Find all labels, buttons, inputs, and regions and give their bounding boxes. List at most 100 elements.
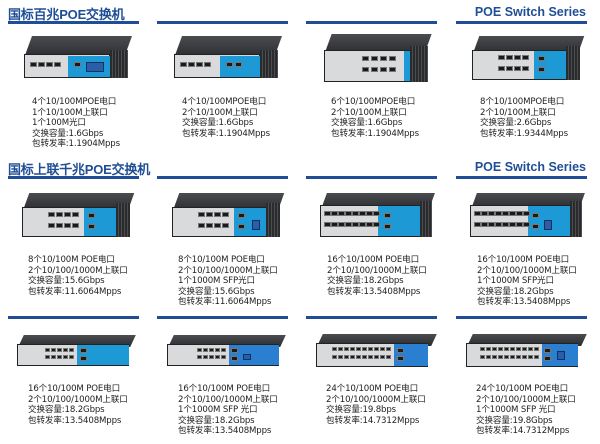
spec-line: 1个1000M SFP光口 [178, 276, 255, 287]
product-image [0, 32, 150, 92]
product-image [150, 332, 300, 374]
spec-line: 交换容量:1.6Gbps [32, 128, 104, 139]
spec-line: 1个1000M SFP 光口 [476, 405, 556, 416]
spec-line: 8个10/100MPOE电口 [480, 97, 565, 107]
section-title: 国标百兆POE交换机 [8, 7, 125, 22]
switch-image [316, 193, 435, 245]
spec-line: 交换容量:2.6Gbps [480, 118, 552, 129]
spec-line: 16个10/100M POE电口 [28, 384, 121, 394]
spec-line: 2个10/100/1000M上联口 [327, 265, 427, 276]
spec-line: 交换容量:15.6Gbps [178, 286, 255, 297]
spec-line: 包转发率:13.5408Mpps [477, 297, 571, 308]
spec-line: 交换容量:19.8Gbps [476, 415, 553, 426]
product-specs: 8个10/100M POE电口 2个10/100/1000M上联口 1个1000… [178, 255, 278, 308]
spec-line: 交换容量:1.6Gbps [182, 118, 254, 129]
product-image [0, 332, 150, 374]
product-image [450, 190, 600, 248]
spec-line: 交换容量:18.2Gbps [477, 286, 554, 297]
product-image [150, 32, 300, 92]
spec-line: 2个10/100M上联口 [182, 107, 258, 118]
divider [306, 316, 437, 319]
spec-line: 8个10/100M POE电口 [28, 255, 115, 265]
spec-line: 交换容量:18.2Gbps [178, 415, 255, 426]
product-specs: 8个10/100M POE电口 2个10/100/1000M上联口 交换容量:1… [28, 255, 128, 297]
spec-line: 6个10/100MPOE电口 [331, 97, 416, 107]
divider [306, 21, 437, 24]
switch-image [20, 36, 133, 88]
divider [157, 21, 288, 24]
spec-line: 包转发率:1.1904Mpps [32, 139, 120, 150]
switch-image [314, 334, 437, 372]
divider [456, 176, 587, 179]
spec-line: 包转发率:11.6064Mpps [28, 286, 122, 297]
product-specs: 16个10/100M POE电口 2个10/100/1000M上联口 1个100… [477, 255, 577, 308]
spec-line: 16个10/100M POE电口 [327, 255, 420, 265]
section-subtitle: POE Switch Series [474, 160, 586, 174]
spec-line: 1个1000M SFP光口 [477, 276, 554, 287]
switch-image [468, 36, 584, 88]
switch-image [165, 335, 286, 371]
spec-line: 2个10/100/1000M上联口 [28, 265, 128, 276]
spec-line: 4个10/100MPOE电口 [32, 97, 117, 107]
switch-image [168, 193, 284, 245]
spec-line: 24个10/100M POE电口 [476, 384, 569, 394]
product-image [0, 190, 150, 248]
spec-line: 包转发率:1.1904Mpps [182, 128, 270, 139]
spec-line: 1个1000M SFP 光口 [178, 405, 258, 416]
spec-line: 交换容量:19.8bps [326, 405, 396, 416]
section-title: 国标上联千兆POE交换机 [8, 162, 151, 177]
divider [157, 316, 288, 319]
divider [157, 176, 288, 179]
spec-line: 2个10/100M上联口 [331, 107, 407, 118]
spec-line: 包转发率:1.1904Mpps [331, 128, 419, 139]
product-specs: 8个10/100MPOE电口 2个10/100M上联口 交换容量:2.6Gbps… [480, 97, 568, 139]
spec-line: 交换容量:18.2Gbps [327, 276, 404, 287]
spec-line: 16个10/100M POE电口 [178, 384, 271, 394]
product-specs: 16个10/100M POE电口 2个10/100/1000M上联口 交换容量:… [327, 255, 427, 297]
switch-image [464, 334, 587, 372]
switch-image [466, 193, 585, 245]
spec-line: 2个10/100/1000M上联口 [477, 265, 577, 276]
spec-line: 包转发率:11.6064Mpps [178, 297, 272, 308]
product-image [150, 190, 300, 248]
switch-image [15, 335, 136, 371]
spec-line: 1个10/100M上联口 [32, 107, 108, 118]
spec-line: 交换容量:1.6Gbps [331, 118, 403, 129]
divider [456, 316, 587, 319]
spec-line: 2个10/100M上联口 [480, 107, 556, 118]
spec-line: 交换容量:15.6Gbps [28, 276, 105, 287]
spec-line: 2个10/100/1000M上联口 [28, 394, 128, 405]
switch-image [170, 36, 283, 88]
switch-image [320, 34, 432, 90]
spec-line: 包转发率:13.5408Mpps [327, 286, 421, 297]
product-specs: 4个10/100MPOE电口 1个10/100M上联口 1个100M光口 交换容… [32, 97, 120, 150]
spec-line: 包转发率:14.7312Mpps [476, 426, 570, 437]
spec-line: 24个10/100M POE电口 [326, 384, 419, 394]
spec-line: 2个10/100/1000M上联口 [476, 394, 576, 405]
product-image [300, 32, 450, 92]
divider [456, 21, 587, 24]
switch-image [18, 193, 134, 245]
spec-line: 1个100M光口 [32, 118, 86, 129]
product-specs: 16个10/100M POE电口 2个10/100/1000M上联口 1个100… [178, 384, 278, 437]
product-image [300, 332, 450, 374]
spec-line: 8个10/100M POE电口 [178, 255, 265, 265]
spec-line: 包转发率:13.5408Mpps [28, 415, 122, 426]
product-specs: 16个10/100M POE电口 2个10/100/1000M上联口 交换容量:… [28, 384, 128, 426]
spec-line: 包转发率:1.9344Mpps [480, 128, 568, 139]
divider [306, 176, 437, 179]
product-image [450, 332, 600, 374]
spec-line: 包转发率:14.7312Mpps [326, 415, 420, 426]
divider [8, 176, 139, 179]
product-specs: 24个10/100M POE电口 2个10/100/1000M上联口 交换容量:… [326, 384, 426, 426]
product-image [300, 190, 450, 248]
divider [8, 316, 139, 319]
spec-line: 包转发率:13.5408Mpps [178, 426, 272, 437]
divider [8, 21, 139, 24]
spec-line: 交换容量:18.2Gbps [28, 405, 105, 416]
spec-line: 2个10/100/1000M上联口 [326, 394, 426, 405]
product-specs: 24个10/100M POE电口 2个10/100/1000M上联口 1个100… [476, 384, 576, 437]
spec-line: 16个10/100M POE电口 [477, 255, 570, 265]
spec-line: 2个10/100/1000M上联口 [178, 394, 278, 405]
spec-line: 4个10/100MPOE电口 [182, 97, 267, 107]
